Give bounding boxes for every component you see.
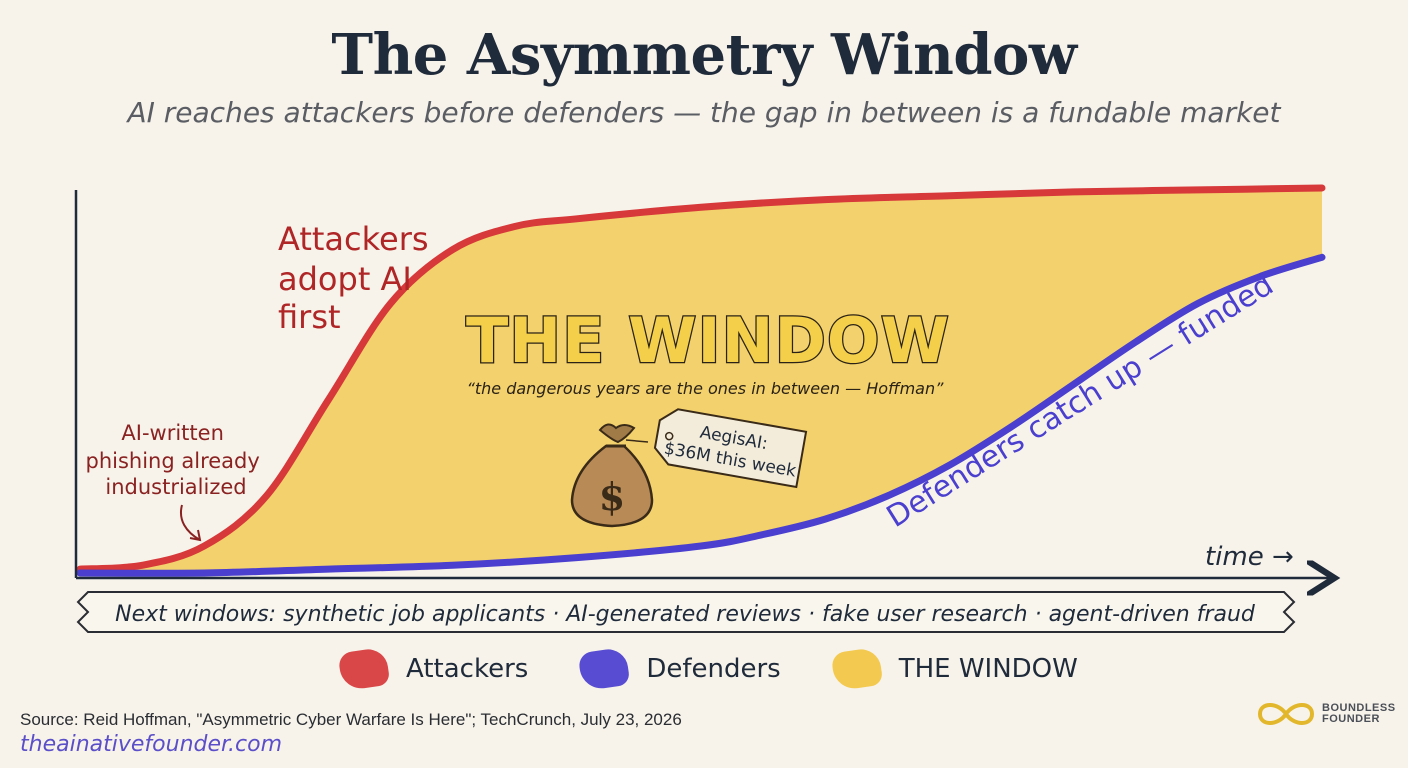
defenders-line: [76, 253, 1326, 577]
phishing-arrow-head: [189, 529, 202, 542]
legend-swatch-attackers: [337, 646, 391, 692]
attackers-line: [76, 184, 1326, 573]
source-citation: Source: Reid Hoffman, "Asymmetric Cyber …: [20, 710, 682, 729]
price-tag: AegisAI: $36M this week: [653, 408, 808, 489]
phishing-arrow: [180, 504, 201, 541]
site-link[interactable]: theainativefounder.com: [20, 732, 283, 757]
legend-item-defenders: Defenders: [577, 646, 781, 692]
x-axis-label: time →: [1205, 542, 1294, 572]
money-bag-icon: $: [570, 423, 654, 528]
infinity-logo-icon: [1257, 703, 1315, 725]
tag-string: [625, 439, 649, 443]
legend-label-defenders: Defenders: [646, 654, 781, 684]
phishing-annotation-line1: AI-written: [121, 421, 223, 445]
brand-name: BOUNDLESS FOUNDER: [1322, 702, 1396, 725]
window-label: THE WINDOW: [466, 304, 950, 377]
legend-item-attackers: Attackers: [337, 646, 529, 692]
asymmetry-chart: time → Attackers adopt AI first AI-writt…: [74, 184, 1408, 640]
window-area: [80, 188, 1322, 574]
dollar-symbol: $: [599, 474, 625, 519]
chart-legend: Attackers Defenders THE WINDOW: [337, 646, 1130, 692]
legend-label-attackers: Attackers: [406, 654, 529, 684]
legend-label-window: THE WINDOW: [898, 654, 1078, 684]
phishing-annotation-line3: industrialized: [105, 475, 246, 499]
legend-swatch-window: [830, 646, 884, 692]
attackers-annotation-line1: Attackers: [278, 220, 429, 258]
hoffman-quote: “the dangerous years are the ones in bet…: [467, 379, 945, 398]
chart-title: The Asymmetry Window: [331, 22, 1077, 88]
brand-logo: BOUNDLESS FOUNDER: [1256, 700, 1396, 728]
chart-subtitle: AI reaches attackers before defenders — …: [127, 96, 1281, 129]
attackers-annotation: Attackers adopt AI first: [278, 220, 439, 336]
next-windows-banner: Next windows: synthetic job applicants ·…: [76, 591, 1296, 633]
phishing-annotation-line2: phishing already: [86, 449, 260, 473]
legend-item-window: THE WINDOW: [830, 646, 1078, 692]
phishing-annotation: AI-written phishing already industrializ…: [86, 421, 267, 499]
attackers-annotation-line2: adopt AI: [278, 260, 412, 298]
attackers-annotation-line3: first: [278, 298, 341, 336]
next-windows-text: Next windows: synthetic job applicants ·…: [115, 602, 1256, 627]
legend-swatch-defenders: [577, 646, 631, 692]
